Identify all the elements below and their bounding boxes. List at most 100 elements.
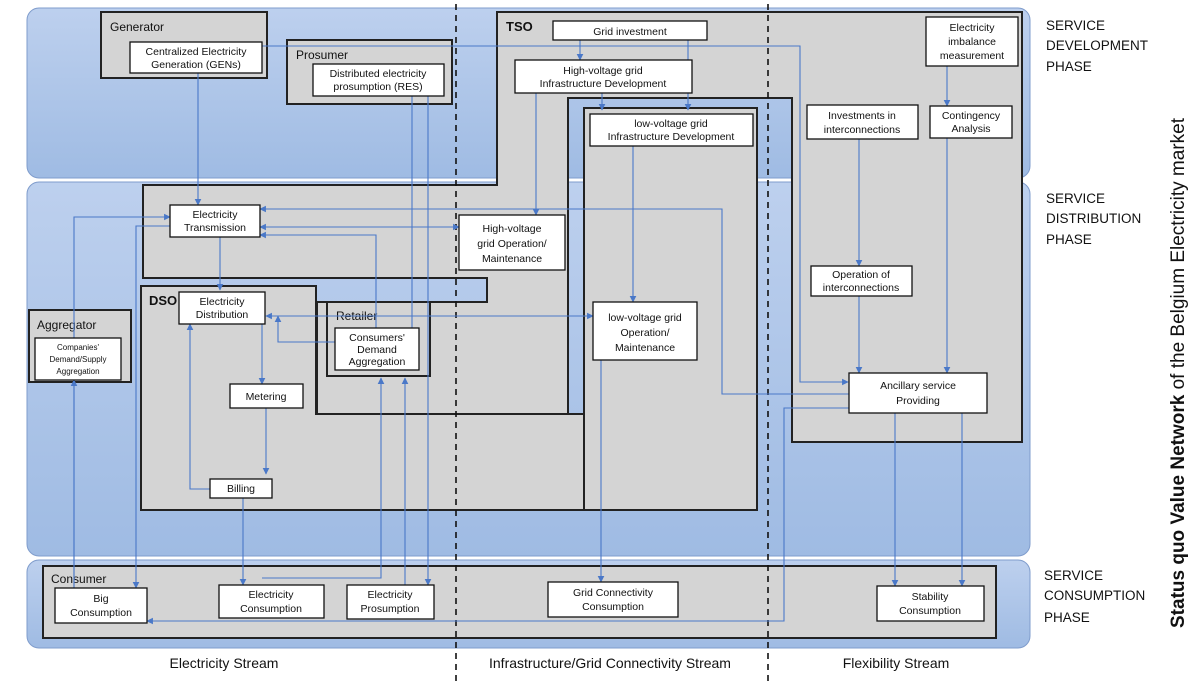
phase-distribution-line2: DISTRIBUTION <box>1046 211 1141 226</box>
node-ancillary-line1: Ancillary service <box>880 380 956 392</box>
edge-ancillary-transmission <box>259 205 849 395</box>
node-elec-consumption-line1: Electricity <box>249 589 295 601</box>
node-big-consumption-line2: Consumption <box>70 607 132 619</box>
node-contingency-line2: Analysis <box>951 123 990 135</box>
region-aggregator-label: Aggregator <box>37 318 96 332</box>
node-demand-agg-line3: Aggregation <box>349 356 406 368</box>
node-contingency-line1: Contingency <box>942 110 1001 122</box>
node-imbalance-line3: measurement <box>940 50 1004 62</box>
node-gens-line1: Centralized Electricity <box>146 46 248 58</box>
node-gens-line2: Generation (GENs) <box>151 59 241 71</box>
edge-elecconsumption-demandagg <box>262 377 385 579</box>
diagram-title: Status quo Value Network of the Belgium … <box>1168 117 1189 628</box>
node-hv-op-line1: High-voltage <box>483 223 542 235</box>
node-interconn-op-line1: Operation of <box>832 269 890 281</box>
node-lv-op-line1: low-voltage grid <box>608 312 682 324</box>
node-transmission-line2: Transmission <box>184 222 246 234</box>
stream-label-flexibility: Flexibility Stream <box>843 655 950 671</box>
node-distribution[interactable]: Electricity Distribution <box>178 291 266 325</box>
node-hv-dev-line2: Infrastructure Development <box>540 78 667 90</box>
node-grid-consumption-line1: Grid Connectivity <box>573 587 654 599</box>
node-stability-line1: Stability <box>912 591 950 603</box>
node-imbalance-line1: Electricity <box>950 22 996 34</box>
node-big-consumption-line1: Big <box>93 593 108 605</box>
node-grid-consumption[interactable]: Grid Connectivity Consumption <box>547 581 679 618</box>
phase-consumption-line1: SERVICE <box>1044 568 1103 583</box>
node-companies-agg-line2: Demand/Supply <box>50 355 107 364</box>
node-stability-line2: Consumption <box>899 605 961 617</box>
node-metering[interactable]: Metering <box>229 383 304 409</box>
node-hv-dev-line1: High-voltage grid <box>563 65 643 77</box>
diagram-title-rest: of the Belgium Electricity market <box>1168 117 1189 394</box>
region-tso-label: TSO <box>506 19 533 34</box>
phase-development-line3: PHASE <box>1046 59 1092 74</box>
node-stability[interactable]: Stability Consumption <box>876 585 985 622</box>
node-big-consumption[interactable]: Big Consumption <box>54 587 148 624</box>
phase-development-line1: SERVICE <box>1046 18 1105 33</box>
phase-label-distribution: SERVICE DISTRIBUTION PHASE <box>1046 191 1141 247</box>
edge-gens-ancillary <box>262 45 849 386</box>
node-elec-prosumption-line2: Prosumption <box>361 603 420 615</box>
node-distribution-line2: Distribution <box>196 309 249 321</box>
node-interconn-inv[interactable]: Investments in interconnections <box>806 104 919 140</box>
node-gens[interactable]: Centralized Electricity Generation (GENs… <box>129 41 263 74</box>
node-imbalance[interactable]: Electricity imbalance measurement <box>925 16 1019 67</box>
node-lv-dev[interactable]: low-voltage grid Infrastructure Developm… <box>589 113 754 147</box>
phase-consumption-line2: CONSUMPTION <box>1044 588 1145 603</box>
node-res-line2: prosumption (RES) <box>333 81 422 93</box>
phase-distribution-line1: SERVICE <box>1046 191 1105 206</box>
node-companies-agg-line3: Aggregation <box>56 367 99 376</box>
region-consumer <box>42 565 997 639</box>
node-elec-consumption-line2: Consumption <box>240 603 302 615</box>
node-interconn-op-line2: interconnections <box>823 282 899 294</box>
node-imbalance-line2: imbalance <box>948 36 996 48</box>
node-hv-op-line2: grid Operation/ <box>477 238 547 250</box>
region-dso <box>140 285 585 511</box>
node-demand-agg[interactable]: Consumers' Demand Aggregation <box>334 327 420 371</box>
node-res[interactable]: Distributed electricity prosumption (RES… <box>312 63 445 97</box>
node-contingency[interactable]: Contingency Analysis <box>929 105 1013 139</box>
node-transmission[interactable]: Electricity Transmission <box>169 204 261 238</box>
node-grid-investment-line1: Grid investment <box>593 26 667 38</box>
node-lv-op-line2: Operation/ <box>620 327 669 339</box>
region-prosumer-label: Prosumer <box>296 48 348 62</box>
edge-billing-distribution <box>186 323 210 490</box>
edge-ancillary-bigconsumption <box>146 407 849 625</box>
stream-label-infrastructure: Infrastructure/Grid Connectivity Stream <box>489 655 731 671</box>
phase-development-line2: DEVELOPMENT <box>1046 38 1148 53</box>
phase-label-consumption: SERVICE CONSUMPTION PHASE <box>1044 568 1145 625</box>
node-hv-dev[interactable]: High-voltage grid Infrastructure Develop… <box>514 59 693 94</box>
phase-distribution-line3: PHASE <box>1046 232 1092 247</box>
node-elec-prosumption[interactable]: Electricity Prosumption <box>346 584 435 620</box>
node-companies-agg-line1: Companies' <box>57 343 99 352</box>
node-demand-agg-line1: Consumers' <box>349 332 405 344</box>
node-lv-dev-line1: low-voltage grid <box>634 118 708 130</box>
node-elec-consumption[interactable]: Electricity Consumption <box>218 584 325 619</box>
node-elec-prosumption-line1: Electricity <box>368 589 414 601</box>
edge-bigconsumption-from-transmission <box>132 225 170 589</box>
region-generator-label: Generator <box>110 20 164 34</box>
node-billing[interactable]: Billing <box>209 478 273 499</box>
node-lv-op-line3: Maintenance <box>615 342 675 354</box>
node-metering-line1: Metering <box>246 391 287 403</box>
node-interconn-op[interactable]: Operation of interconnections <box>810 265 913 297</box>
node-companies-agg[interactable]: Companies' Demand/Supply Aggregation <box>34 337 122 381</box>
phase-label-development: SERVICE DEVELOPMENT PHASE <box>1046 18 1148 74</box>
node-grid-investment[interactable]: Grid investment <box>552 20 708 41</box>
node-lv-op[interactable]: low-voltage grid Operation/ Maintenance <box>592 301 698 361</box>
node-interconn-inv-line2: interconnections <box>824 124 900 136</box>
phase-consumption-line3: PHASE <box>1044 610 1090 625</box>
region-dso-label: DSO <box>149 293 177 308</box>
node-interconn-inv-line1: Investments in <box>828 110 896 122</box>
node-hv-op[interactable]: High-voltage grid Operation/ Maintenance <box>458 214 566 271</box>
region-consumer-label: Consumer <box>51 572 106 586</box>
node-lv-dev-line2: Infrastructure Development <box>608 131 735 143</box>
node-res-line1: Distributed electricity <box>330 68 428 80</box>
node-transmission-line1: Electricity <box>193 209 239 221</box>
diagram-title-bold: Status quo Value Network <box>1168 394 1189 628</box>
node-ancillary[interactable]: Ancillary service Providing <box>848 372 988 414</box>
node-hv-op-line3: Maintenance <box>482 253 542 265</box>
node-demand-agg-line2: Demand <box>357 344 397 356</box>
edge-demandagg-transmission <box>259 231 377 328</box>
